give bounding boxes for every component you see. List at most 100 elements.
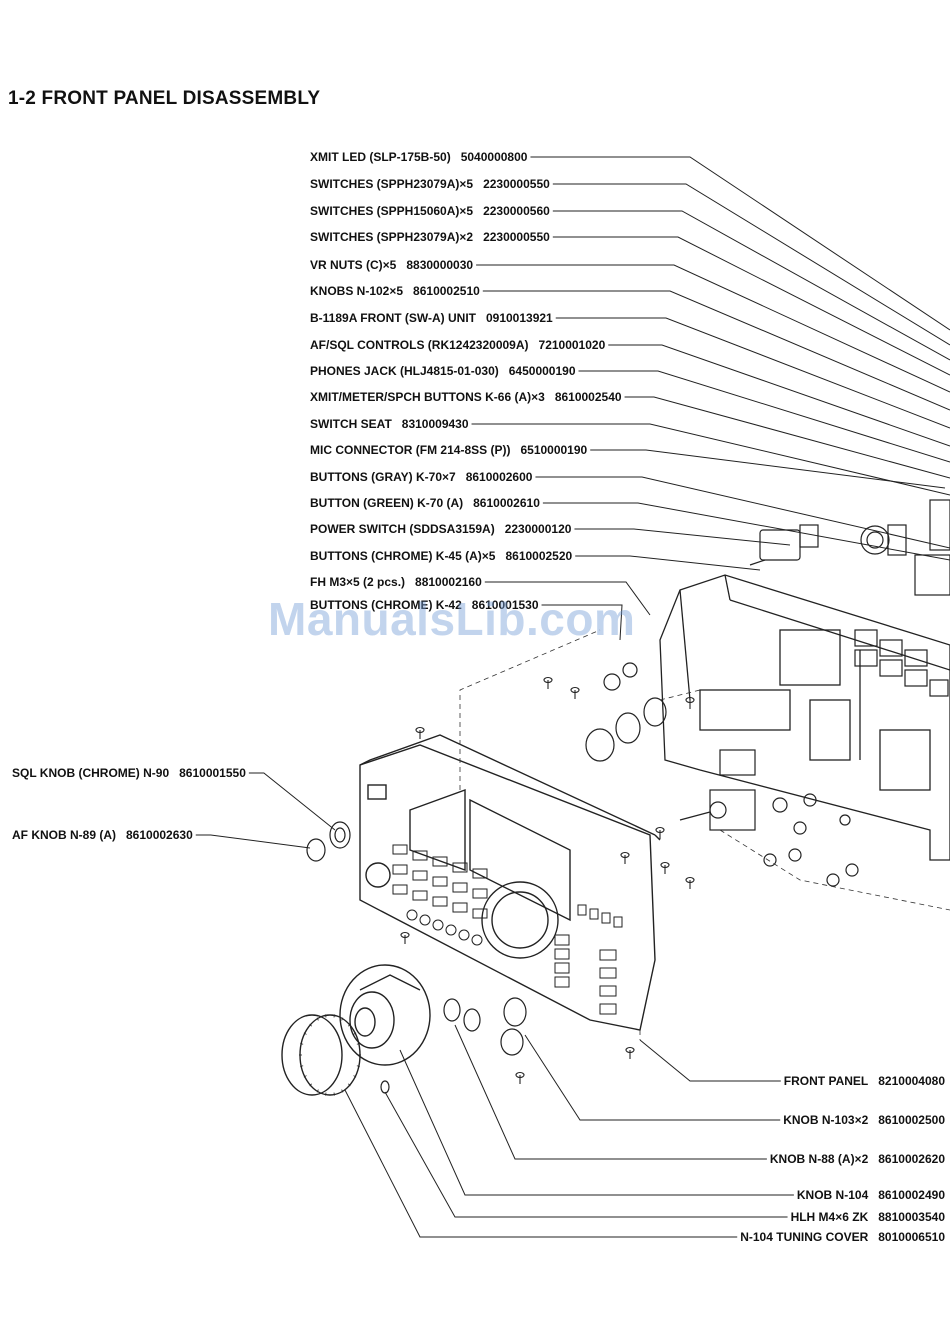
callout-part: XMIT LED (SLP-175B-50) [310, 150, 451, 164]
panel-button [472, 908, 488, 919]
leader-line-top [471, 423, 950, 496]
callout-part: N-104 TUNING COVER [740, 1230, 869, 1244]
nut-ring [615, 712, 641, 744]
screw-head [625, 1046, 635, 1054]
callout-code: 8610001550 [179, 766, 246, 780]
callout-top-label: MIC CONNECTOR (FM 214-8SS (P))6510000190 [310, 443, 587, 457]
callout-top-label: AF/SQL CONTROLS (RK1242320009A) 721000102… [310, 338, 605, 352]
nut-ring [585, 728, 615, 762]
panel-button [554, 976, 570, 988]
callout-code: 8610002540 [554, 390, 622, 404]
tuning-cover-rib [353, 1075, 357, 1078]
leader-line-top [590, 449, 946, 489]
callout-top-label: POWER SWITCH (SDDSA3159A) 2230000120 [310, 522, 571, 536]
callout-top-label: XMIT LED (SLP-175B-50)5040000800 [310, 150, 527, 164]
panel-button [554, 948, 570, 960]
tuning-cover-rib [341, 1089, 344, 1093]
callout-part: BUTTONS (CHROME) K-42 [310, 598, 462, 612]
callout-part: B-1189A FRONT (SW-A) UNIT [310, 311, 476, 325]
nut-ring [643, 697, 667, 727]
callout-code: 7210001020 [538, 338, 606, 352]
panel-button [412, 850, 428, 861]
screw-head [660, 861, 670, 869]
leader-line-bottom [384, 1091, 788, 1218]
callout-code: 8810003540 [878, 1210, 945, 1224]
callout-code: 8610002630 [126, 828, 193, 842]
leader-line-top [482, 290, 950, 411]
panel-button [589, 908, 599, 920]
nut-ring [763, 853, 777, 867]
leader-line-top [542, 502, 950, 561]
callout-code: 2230000120 [504, 522, 572, 536]
screw-head [570, 686, 580, 694]
callout-code: 8310009430 [401, 417, 469, 431]
tuning-cover-rib [341, 1017, 344, 1021]
screw-head [400, 931, 410, 939]
panel-buttons [392, 844, 623, 1015]
tuning-cover-rib [309, 1023, 312, 1027]
callout-code: 8610002490 [878, 1188, 945, 1202]
callout-part: BUTTONS (GRAY) K-70×7 [310, 470, 456, 484]
front-panel [359, 734, 661, 1031]
panel-button [392, 864, 408, 875]
nut-ring [845, 863, 859, 877]
screw-head [655, 826, 665, 834]
callout-code: 6510000190 [520, 443, 588, 457]
leader-lines [195, 156, 950, 1238]
switch-board-unit [854, 499, 950, 697]
leader-line-bottom [524, 1034, 781, 1121]
nut-ring [803, 793, 817, 807]
tuning-cover-rib [300, 1065, 304, 1067]
panel-button [554, 962, 570, 974]
callout-part: KNOB N-104 [796, 1188, 869, 1202]
panel-button [392, 884, 408, 895]
panel-round-button [458, 929, 470, 941]
callout-part: AF/SQL CONTROLS (RK1242320009A) [310, 338, 529, 352]
callout-bottom-label: HLH M4×6 ZK 8810003540 [791, 1210, 945, 1224]
leader-line-top [541, 604, 623, 641]
panel-button [452, 862, 468, 873]
leader-line-top [624, 396, 950, 479]
callout-part: SWITCH SEAT [310, 417, 392, 431]
callout-left-label: AF KNOB N-89 (A)8610002630 [12, 828, 193, 842]
panel-button [599, 949, 617, 961]
panel-round-button [406, 909, 418, 921]
panel-button [472, 868, 488, 879]
tuning-cover-ribs [299, 1014, 361, 1096]
nut-ring [826, 873, 840, 887]
tuning-cover-rib [356, 1043, 360, 1045]
callout-part: HLH M4×6 ZK [790, 1210, 869, 1224]
callout-code: 0910013921 [485, 311, 553, 325]
nut-ring [788, 848, 802, 862]
tuning-cover-rib [348, 1083, 351, 1087]
panel-button [392, 844, 408, 855]
tuning-cover-rib [316, 1017, 319, 1021]
leader-line-left [195, 834, 311, 849]
callout-bottom-label: KNOB N-104 8610002490 [797, 1188, 945, 1202]
tuning-cover-rib [309, 1083, 312, 1087]
callout-part: KNOB N-103×2 [783, 1113, 869, 1127]
small-knobs [380, 997, 527, 1094]
callout-part: POWER SWITCH (SDDSA3159A) [310, 522, 495, 536]
mic-connector [860, 524, 907, 556]
leader-line-top [530, 156, 950, 331]
nut-ring [793, 821, 807, 835]
nut-ring [603, 673, 621, 691]
leader-line-top [552, 236, 950, 376]
callout-top-label: PHONES JACK (HLJ4815-01-030)6450000190 [310, 364, 576, 378]
panel-button [432, 896, 448, 907]
callout-code: 8610002520 [505, 549, 573, 563]
dashed-guides [459, 629, 950, 1040]
